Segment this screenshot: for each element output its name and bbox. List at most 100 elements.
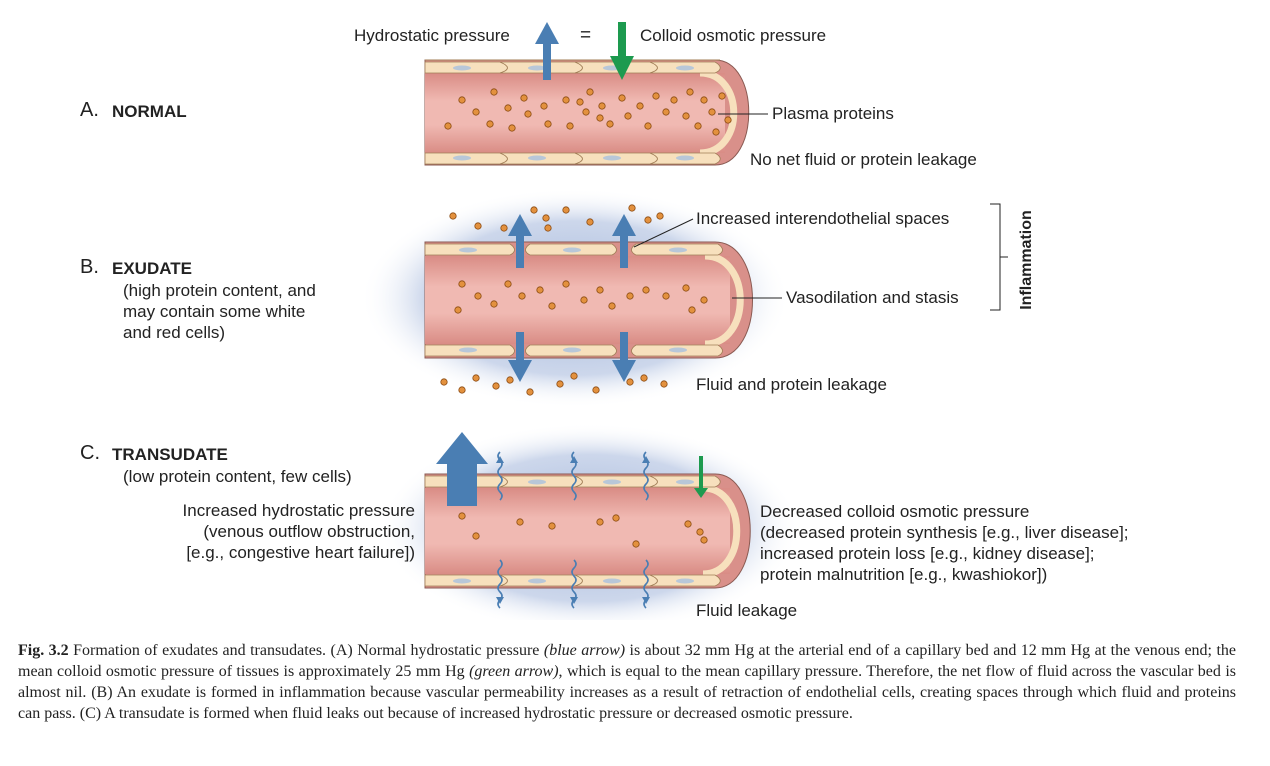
protein-dot [700, 296, 708, 304]
wavy-leak-arrowhead [496, 456, 504, 463]
protein-dot [632, 540, 640, 548]
protein-dot [624, 112, 632, 120]
protein-dot [626, 378, 634, 386]
protein-dot [656, 212, 664, 220]
plasma-proteins-label: Plasma proteins [772, 104, 894, 123]
caption-text: , which is equal to the mean capillary p… [18, 663, 1236, 722]
protein-dot [556, 380, 564, 388]
protein-dot [449, 212, 457, 220]
protein-dot [540, 102, 548, 110]
wavy-leak-arrowhead [570, 456, 578, 463]
protein-dot [566, 122, 574, 130]
protein-dot [474, 222, 482, 230]
protein-dot [458, 512, 466, 520]
colloid-green-arrow-down [610, 22, 634, 80]
protein-dot [660, 380, 668, 388]
protein-dot [596, 286, 604, 294]
protein-dot [548, 302, 556, 310]
wavy-leak-arrowhead [496, 597, 504, 604]
protein-dot [642, 286, 650, 294]
no-net-leakage-label: No net fluid or protein leakage [750, 150, 977, 169]
diagram-canvas [360, 22, 1008, 633]
protein-dot [582, 108, 590, 116]
protein-dot [626, 292, 634, 300]
panel-b-desc-line: (high protein content, and [123, 281, 316, 300]
panel-b-description: (high protein content, and may contain s… [123, 280, 316, 343]
inflammation-label: Inflammation [1018, 210, 1035, 310]
protein-dot [562, 280, 570, 288]
protein-dot [580, 296, 588, 304]
vasodilation-stasis-label: Vasodilation and stasis [786, 288, 959, 307]
interendothelial-spaces-label: Increased interendothelial spaces [696, 209, 950, 228]
protein-dot [472, 374, 480, 382]
protein-dot [712, 128, 720, 136]
protein-dot [608, 302, 616, 310]
protein-dot [612, 514, 620, 522]
protein-dot [544, 120, 552, 128]
protein-dot [694, 122, 702, 130]
protein-dot [472, 108, 480, 116]
protein-dot [670, 96, 678, 104]
panel-b-desc-line: may contain some white [123, 302, 306, 321]
decreased-colloid-small-green-arrow [694, 456, 708, 498]
inflammation-label-box: Inflammation [1016, 200, 1038, 320]
protein-dot [576, 98, 584, 106]
endothelium-top-gapped [424, 243, 723, 256]
endothelium-bottom [424, 152, 721, 165]
protein-dot [472, 532, 480, 540]
panel-c-title: TRANSUDATE [112, 445, 228, 464]
hydrostatic-blue-arrow-up [535, 22, 559, 80]
protein-dot [596, 114, 604, 122]
endothelium-bottom-intact [424, 574, 721, 587]
endothelium-top [424, 61, 721, 74]
exudate-arrow-up-left [508, 214, 532, 268]
endothelium-bottom-gapped [424, 344, 723, 357]
protein-dot [686, 88, 694, 96]
increased-hydrostatic-big-arrow [436, 432, 488, 506]
wavy-leak-arrowhead [642, 597, 650, 604]
vessel-normal [424, 59, 750, 166]
protein-dot [586, 88, 594, 96]
protein-dot [486, 120, 494, 128]
interendothelial-leader [633, 218, 694, 248]
exudate-arrow-down-right [612, 332, 636, 382]
figure-number: Fig. 3.2 [18, 642, 69, 659]
protein-dot [700, 536, 708, 544]
panel-b-title: EXUDATE [112, 259, 192, 278]
panel-a-letter: A. [80, 99, 99, 121]
wavy-leak-arrowhead [570, 597, 578, 604]
protein-dot [444, 122, 452, 130]
protein-dot [544, 224, 552, 232]
colloid-cause-line: (decreased protein synthesis [e.g., live… [760, 523, 1129, 542]
protein-dot [458, 280, 466, 288]
protein-dot [682, 112, 690, 120]
protein-dot [458, 96, 466, 104]
protein-dot [644, 216, 652, 224]
protein-dot [458, 386, 466, 394]
protein-dot [618, 94, 626, 102]
protein-dot [508, 124, 516, 132]
caption-text: Formation of exudates and transudates. (… [68, 642, 544, 659]
protein-dot [526, 388, 534, 396]
protein-dot [562, 206, 570, 214]
protein-dot [586, 218, 594, 226]
protein-dot [548, 522, 556, 530]
protein-dot [724, 116, 732, 124]
protein-dot [636, 102, 644, 110]
panel-b-letter: B. [80, 256, 99, 278]
protein-dot [708, 108, 716, 116]
protein-dot [652, 92, 660, 100]
protein-dot [644, 122, 652, 130]
protein-dot [718, 92, 726, 100]
protein-dot [504, 280, 512, 288]
panel-a-title: NORMAL [112, 102, 187, 121]
panel-c-letter: C. [80, 442, 100, 464]
protein-dot [684, 520, 692, 528]
protein-dot [440, 378, 448, 386]
protein-dot [598, 102, 606, 110]
protein-dot [592, 386, 600, 394]
protein-dot [596, 518, 604, 526]
fluid-leak-wavy-arrows [496, 451, 650, 609]
colloid-osmotic-pressure-label: Colloid osmotic pressure [640, 26, 827, 45]
protein-dot [518, 292, 526, 300]
